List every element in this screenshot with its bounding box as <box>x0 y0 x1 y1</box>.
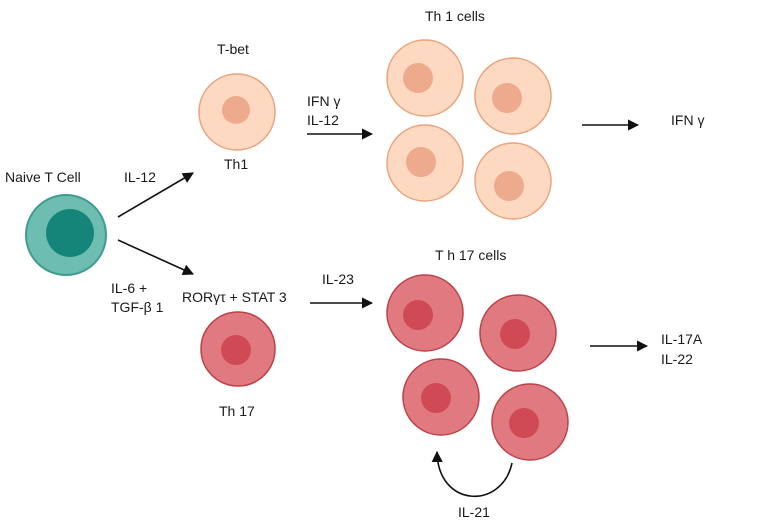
th1-group-nucleus <box>492 83 522 113</box>
naive-t-cell-label: Naive T Cell <box>5 169 81 185</box>
th17-cell-group <box>386 274 569 461</box>
th1-group-nucleus <box>403 63 433 93</box>
il12-edge-label: IL-12 <box>124 169 156 185</box>
tgf-edge-label: TGF-β 1 <box>111 299 164 315</box>
th1-group-nucleus <box>494 171 524 201</box>
th1-group-nucleus <box>406 147 436 177</box>
arrow-naive-to-th17 <box>117 239 195 275</box>
arrow-naive-to-th1 <box>117 172 194 218</box>
th17-group-nucleus <box>403 300 433 330</box>
il21-loop-label: IL-21 <box>458 504 490 520</box>
th1-cell-nucleus <box>222 96 250 124</box>
th1-group-title: Th 1 cells <box>425 8 485 24</box>
th1-output-label: IFN γ <box>671 112 705 128</box>
th17-name-label: Th 17 <box>219 403 255 419</box>
th1-cell-group <box>386 39 552 220</box>
th17-group-nucleus <box>509 408 539 438</box>
il21-loop-arrow <box>431 450 513 498</box>
th17-cell <box>200 311 276 387</box>
th1-name-label: Th1 <box>224 156 249 172</box>
th17-group-nucleus <box>421 383 451 413</box>
th17-cell-nucleus <box>221 335 251 365</box>
th1-factor-label: T-bet <box>217 41 249 57</box>
th1-cytokine-label-2: IL-12 <box>307 112 339 128</box>
th17-group-nucleus <box>500 319 530 349</box>
il6-edge-label: IL-6 + <box>111 280 148 296</box>
naive-t-cell <box>25 194 107 276</box>
th17-factor-label: RORγτ + STAT 3 <box>182 289 287 305</box>
th1-cytokine-label-1: IFN γ <box>307 93 341 109</box>
naive-cell-nucleus <box>46 209 94 257</box>
th1-cell <box>198 73 276 151</box>
th17-group-title: T h 17 cells <box>435 247 507 263</box>
th17-output-label-2: IL-22 <box>661 351 693 367</box>
th17-cytokine-label: IL-23 <box>322 271 354 287</box>
th17-output-label-1: IL-17A <box>661 331 703 347</box>
